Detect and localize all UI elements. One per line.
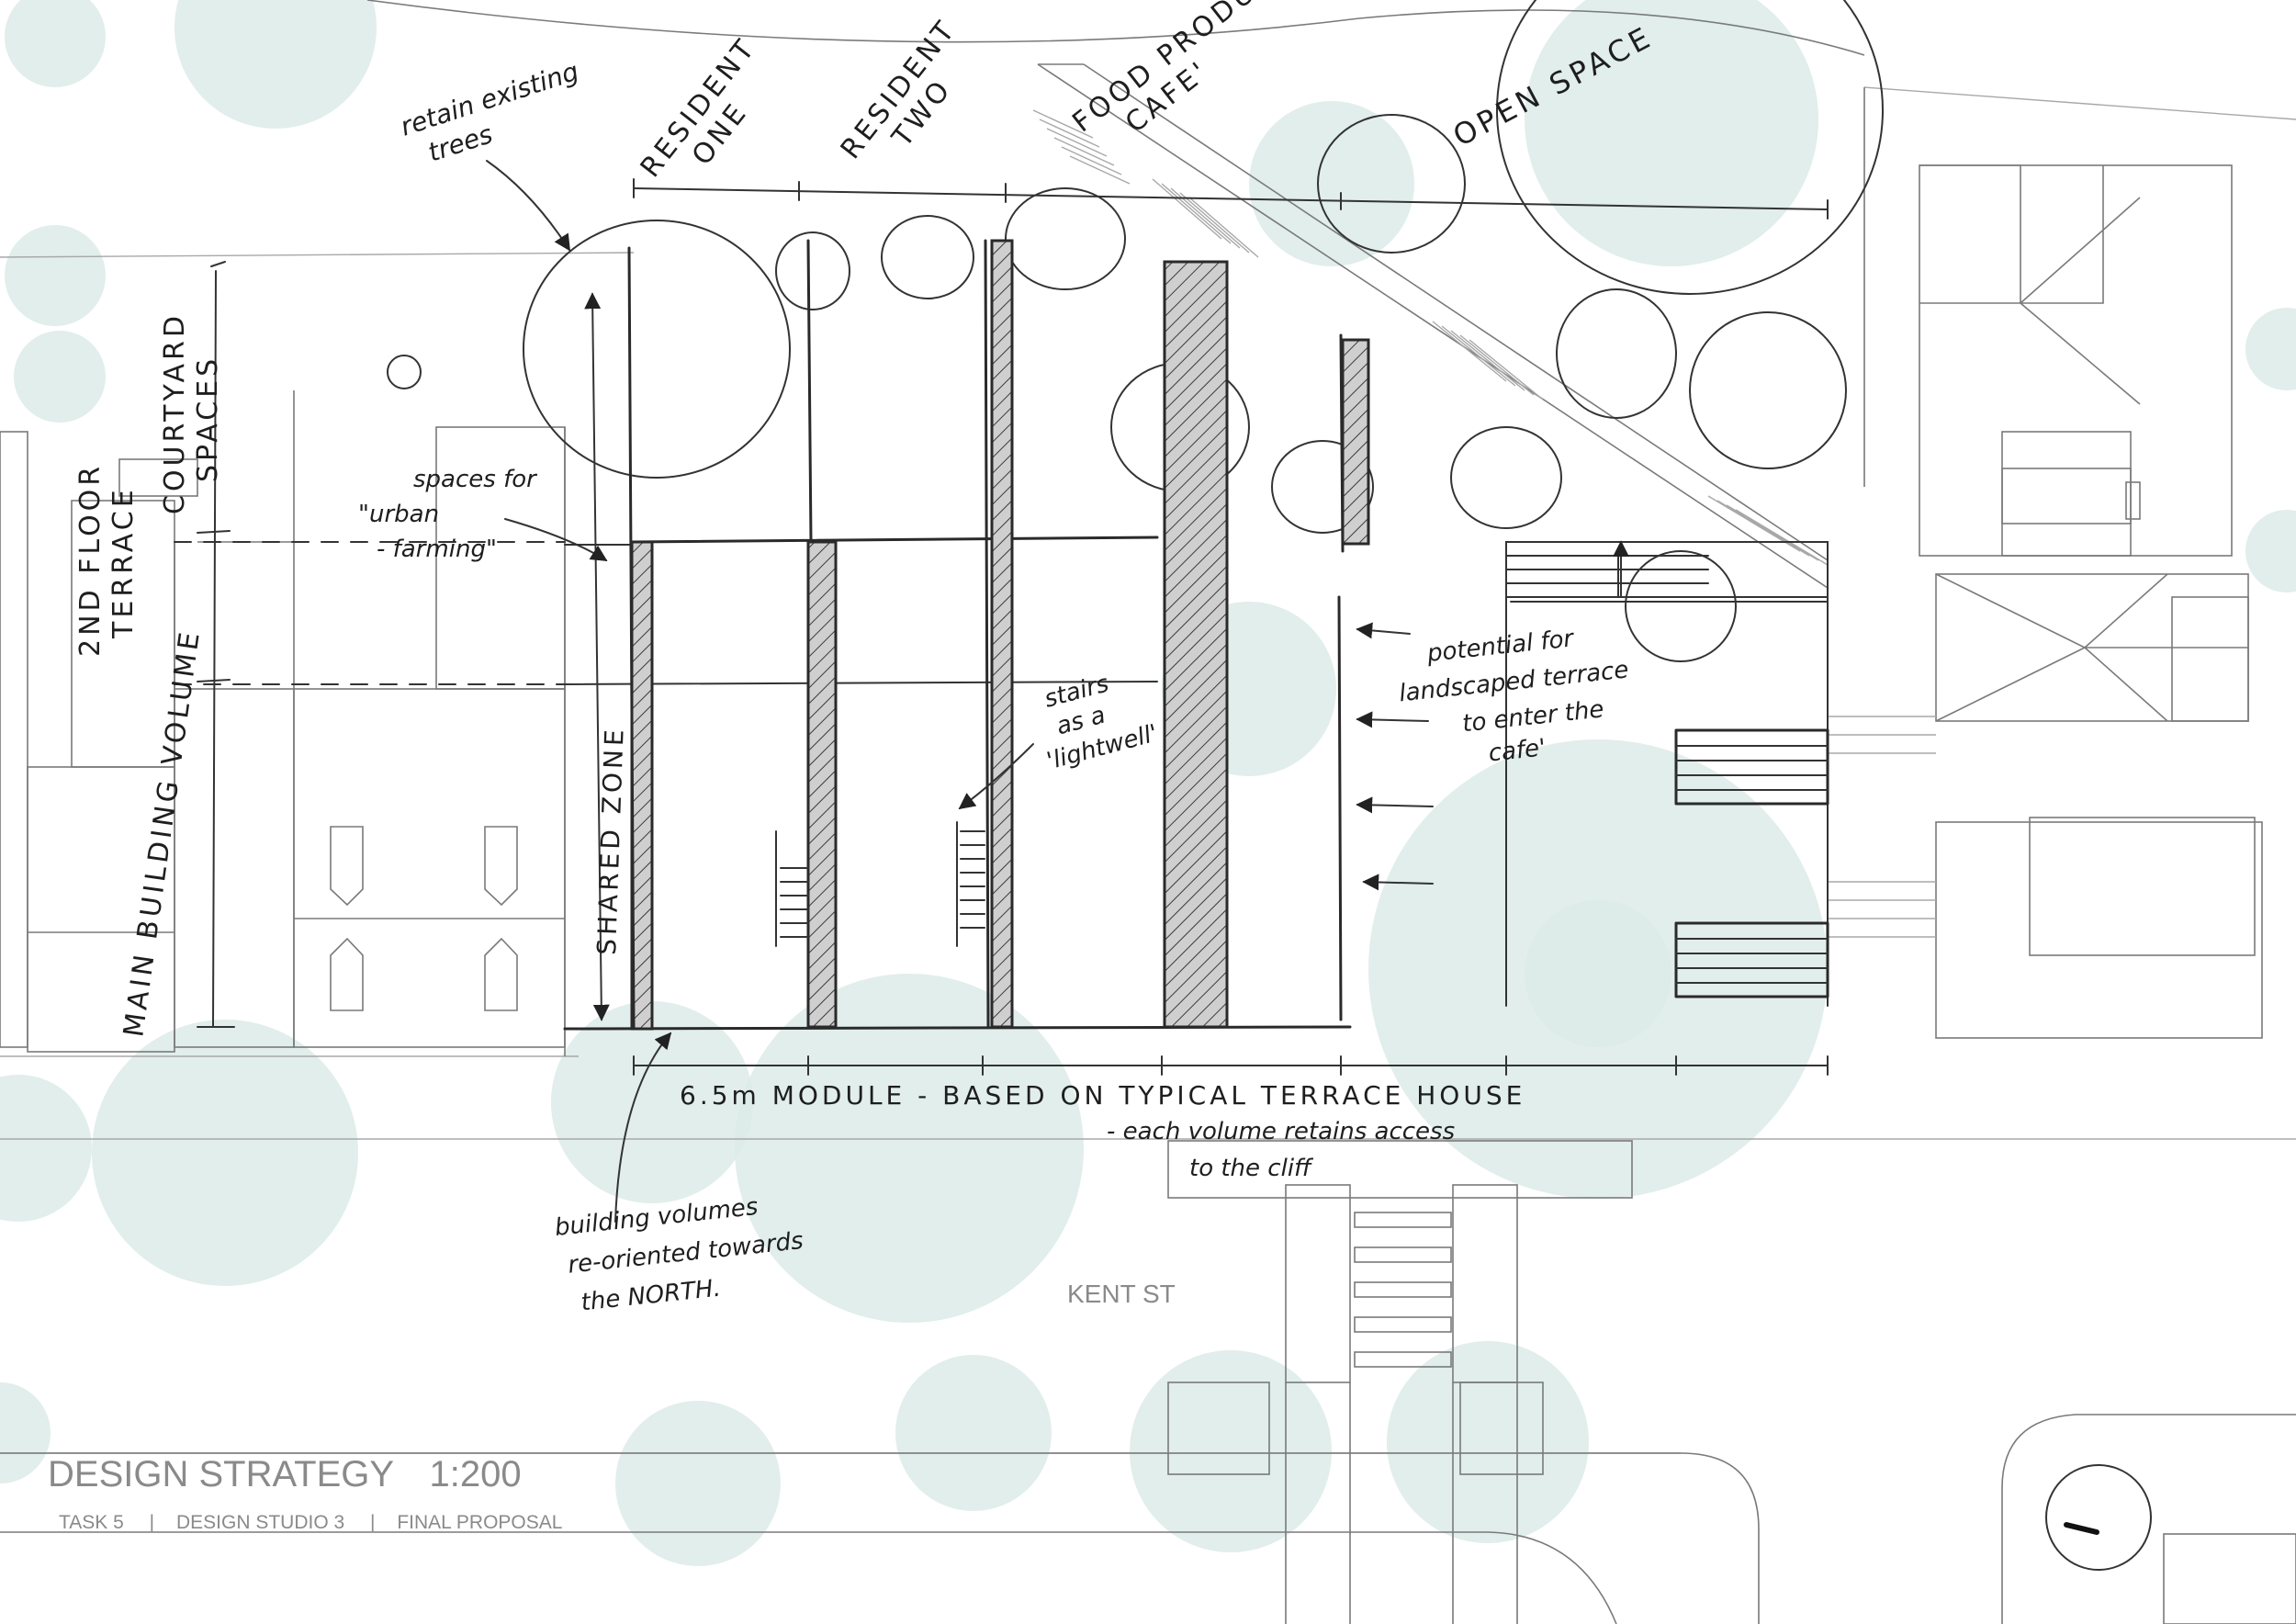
tree-outline — [1556, 288, 1677, 419]
tree-canopy — [735, 974, 1084, 1323]
hatched-wall — [990, 239, 1014, 1029]
svg-text:spaces for "urban: spaces for "urban - farming" — [358, 466, 544, 563]
studio-label: DESIGN STUDIO 3 — [176, 1512, 344, 1533]
tree-outline — [387, 355, 422, 389]
tree-outline — [1689, 311, 1847, 469]
phase-label: FINAL PROPOSAL — [397, 1512, 562, 1533]
sheet-title: DESIGN STRATEGY — [48, 1454, 393, 1494]
sheet-scale: 1:200 — [430, 1454, 522, 1494]
tree-canopy — [1130, 1350, 1332, 1552]
svg-text:COURTYARD SPACES: COURTYARD SPACES — [159, 299, 224, 514]
label-module: 6.5m MODULE - BASED ON TYPICAL TERRACE H… — [680, 1080, 1525, 1111]
tree-canopy — [1525, 0, 1818, 266]
label-2nd-floor-terrace: 2ND FLOOR — [74, 463, 107, 657]
tree-canopy — [615, 1401, 781, 1566]
annotation-arrows — [486, 160, 1629, 1223]
note-urban-farming: "urban — [358, 501, 439, 528]
note-urban-farming: - farming" — [377, 536, 497, 563]
tree-outline — [523, 220, 791, 479]
tree-canopy — [2245, 308, 2296, 390]
tree-outline — [1271, 440, 1374, 534]
svg-text:- each volume retains access: - each volume retains access to the clif… — [1107, 1118, 1462, 1182]
hatched-wall — [1163, 260, 1229, 1029]
svg-text:TASK 5 | DESIGN ST: TASK 5 | DESIGN STUDIO 3 | FINAL PROPOSA… — [59, 1512, 562, 1533]
label-shared-zone: SHARED ZONE — [591, 726, 630, 955]
tree-outline — [1005, 187, 1126, 290]
svg-text:RESIDENT TWO: RESIDENT TWO — [835, 4, 997, 186]
north-arrow-icon — [2045, 1464, 2152, 1571]
note-landscaped-terrace: to enter the — [1461, 695, 1605, 738]
svg-text:2ND FLOOR TERRACE: 2ND FLOOR TERRACE — [74, 450, 140, 657]
note-cliff-access: - each volume retains access — [1107, 1118, 1455, 1145]
tree-outline — [775, 231, 850, 310]
tree-outline — [881, 215, 974, 299]
lightwell-stairs — [775, 821, 985, 947]
tree-canopy — [895, 1355, 1052, 1511]
label-main-building-volume: MAIN BUILDING VOLUME — [118, 626, 207, 1039]
note-landscaped-terrace: cafe' — [1487, 734, 1547, 767]
hatched-wall — [806, 540, 838, 1029]
tree-canopies — [0, 0, 2296, 1566]
tree-outline — [1450, 426, 1562, 529]
note-oriented-north: the NORTH. — [580, 1275, 722, 1317]
tree-outline — [1496, 0, 1884, 295]
label-2nd-floor-terrace: TERRACE — [107, 486, 140, 639]
diagonal-stairs — [1032, 109, 1829, 566]
hatched-wall — [630, 540, 654, 1031]
tree-canopy — [174, 0, 377, 129]
tree-canopy — [2245, 510, 2296, 592]
street-label: KENT ST — [1067, 1280, 1176, 1308]
svg-text:RESIDENT ONE: RESIDENT ONE — [635, 22, 797, 204]
note-landscaped-terrace: potential for — [1425, 625, 1577, 668]
title-separator: | — [150, 1512, 154, 1533]
title-block: DESIGN STRATEGY 1:200 TASK 5 | DESIGN ST… — [48, 1454, 562, 1533]
tree-canopy — [0, 1382, 51, 1483]
hatched-wall — [1341, 338, 1370, 546]
svg-text:stairs as a 'light: stairs as a 'lightwell' — [1029, 661, 1161, 776]
tree-canopy — [1525, 900, 1671, 1047]
tree-outline — [1625, 550, 1737, 662]
tree-canopy — [5, 225, 106, 326]
tree-canopy — [0, 1075, 92, 1222]
label-courtyard-spaces: COURTYARD — [159, 312, 191, 514]
tree-canopy — [92, 1020, 358, 1286]
svg-text:retain existing trees: retain existing trees — [397, 53, 601, 174]
note-urban-farming: spaces for — [413, 466, 538, 493]
svg-text:DESIGN STRATEGY 1:200: DESIGN STRATEGY 1:200 — [48, 1454, 522, 1494]
tree-canopy — [1249, 101, 1414, 266]
note-cliff-access: to the cliff — [1189, 1155, 1314, 1182]
title-separator: | — [370, 1512, 375, 1533]
tree-outline — [1317, 114, 1466, 254]
dimension-lines — [584, 178, 1829, 1076]
task-label: TASK 5 — [59, 1512, 124, 1533]
tree-canopy — [1387, 1341, 1589, 1543]
tree-canopy — [551, 1001, 753, 1203]
label-courtyard-spaces: SPACES — [192, 355, 224, 482]
tree-canopy — [14, 331, 106, 423]
tree-canopy — [5, 0, 106, 87]
proposed-building-volumes — [174, 239, 1829, 1031]
